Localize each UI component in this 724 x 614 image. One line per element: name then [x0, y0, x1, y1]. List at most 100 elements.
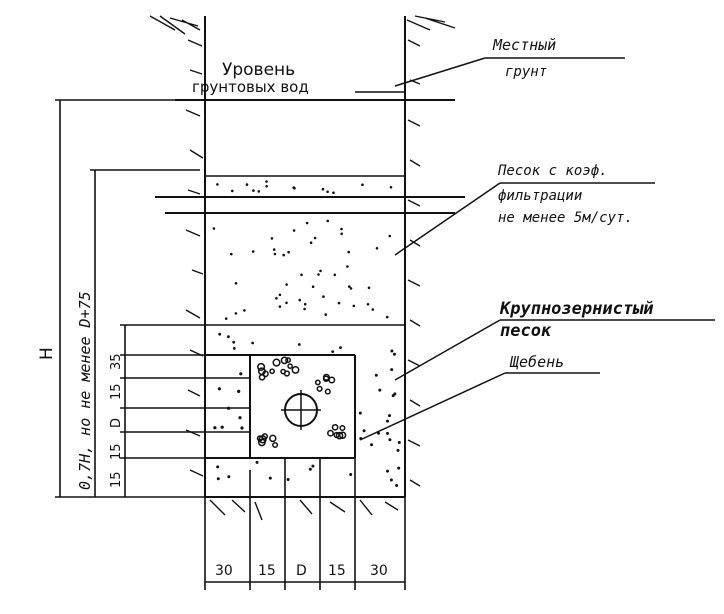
- sand-fill-dots: [216, 180, 393, 194]
- dim-bottom-30-left: 30: [215, 563, 233, 579]
- sand-dot: [362, 429, 366, 433]
- dim-left-15-top: 15: [109, 383, 124, 400]
- sand-dot: [331, 350, 335, 353]
- sand-dot: [397, 441, 401, 444]
- water-level-label: Уровень: [222, 60, 295, 80]
- sand-dot: [285, 283, 288, 286]
- dim-bottom-d: D: [296, 563, 307, 579]
- local-soil-hatching: [149, 15, 456, 521]
- gravel-pebble: [328, 376, 336, 384]
- gravel-pebble: [314, 379, 321, 386]
- gravel-pebble: [257, 362, 266, 371]
- sand-dot: [213, 426, 217, 430]
- sand-dot: [231, 189, 234, 193]
- sand-dot: [217, 387, 221, 391]
- sand-dot: [375, 247, 379, 250]
- sand-dot: [232, 340, 236, 344]
- water-level-label-2: грунтовых вод: [192, 78, 309, 96]
- local-soil-label: Местный: [492, 36, 556, 54]
- sand-dot: [389, 186, 393, 189]
- sand-dot: [397, 466, 401, 470]
- sand-dot: [385, 315, 389, 319]
- sand-dot: [238, 416, 242, 420]
- dim-left-15-mid: 15: [109, 443, 124, 460]
- sand-dot: [340, 227, 343, 231]
- drain-pipe: [281, 390, 321, 430]
- sand-dot: [303, 302, 307, 306]
- sand-dot: [216, 477, 220, 481]
- sand-dot: [388, 234, 392, 238]
- sand-dot: [227, 475, 231, 479]
- sand-dot: [286, 478, 290, 481]
- sand-dot: [309, 241, 313, 244]
- sand-dot: [220, 425, 224, 429]
- gravel-pebble: [280, 356, 289, 365]
- sand-dot: [393, 392, 397, 396]
- sand-dot: [346, 265, 349, 268]
- sand-dot: [232, 347, 236, 350]
- sand-dot: [367, 286, 371, 290]
- ground-water-level: [175, 91, 455, 101]
- trench-walls: [204, 16, 406, 498]
- sand-dot: [227, 335, 230, 339]
- sand-dot: [352, 304, 356, 308]
- sand-dot: [268, 476, 272, 480]
- gravel-label: Щебень: [509, 353, 564, 371]
- sand-dot: [245, 183, 249, 186]
- gravel-pebble: [272, 441, 279, 449]
- sand-dot: [340, 232, 344, 236]
- dim-depth-rule: 0,7H, но не менее D+75: [76, 291, 94, 490]
- sand-dot: [234, 312, 238, 315]
- gravel-pebble: [269, 434, 277, 443]
- sand-dot: [255, 460, 259, 464]
- sand-label-1: Песок с коэф.: [497, 163, 608, 179]
- dim-h: H: [37, 347, 57, 360]
- sand-dot: [386, 419, 389, 423]
- gravel-pebble: [327, 429, 334, 437]
- dim-left-35: 35: [109, 353, 124, 370]
- sand-dot: [324, 313, 328, 316]
- gravel-pebble: [291, 365, 300, 374]
- sand-dot: [322, 295, 325, 298]
- sand-dot: [337, 301, 341, 305]
- sand-dot: [371, 308, 375, 311]
- sand-dot: [319, 269, 322, 273]
- sand-dot: [216, 465, 220, 469]
- sand-dot: [390, 349, 394, 353]
- sand-dot: [265, 180, 268, 183]
- sand-dot: [287, 250, 290, 254]
- local-soil-label-2: грунт: [505, 64, 547, 80]
- gravel-pebble: [287, 363, 293, 369]
- sand-dot: [216, 183, 219, 186]
- dim-left-d: D: [109, 418, 124, 428]
- sand-dot: [300, 273, 303, 277]
- sand-dot: [392, 352, 396, 356]
- sand-dot: [390, 368, 394, 372]
- sand-dot: [298, 298, 302, 302]
- sand-dot: [282, 253, 286, 257]
- sand-dot: [303, 307, 306, 311]
- leader-lines: [359, 57, 715, 441]
- sand-dot: [321, 187, 325, 191]
- sand-dot: [292, 229, 296, 232]
- sand-dot: [252, 189, 255, 192]
- sand-dot: [218, 332, 222, 336]
- gravel-pebble: [335, 431, 344, 440]
- sand-dot: [234, 282, 238, 285]
- sand-dot: [270, 237, 274, 240]
- sand-dot: [313, 236, 317, 240]
- sand-dot: [251, 341, 255, 345]
- sand-dot: [349, 473, 353, 476]
- sand-dot: [251, 250, 255, 253]
- sand-dot: [326, 190, 329, 194]
- gravel-pebble: [285, 357, 292, 364]
- top-sand-layer: [155, 175, 465, 214]
- sand-dot: [311, 464, 315, 468]
- gravel-pebble: [257, 438, 266, 447]
- gravel-pebble: [338, 431, 347, 439]
- sand-dot: [358, 411, 362, 415]
- dim-bottom-15-right: 15: [328, 563, 346, 579]
- sand-dot: [326, 219, 330, 223]
- sand-dot: [230, 252, 233, 256]
